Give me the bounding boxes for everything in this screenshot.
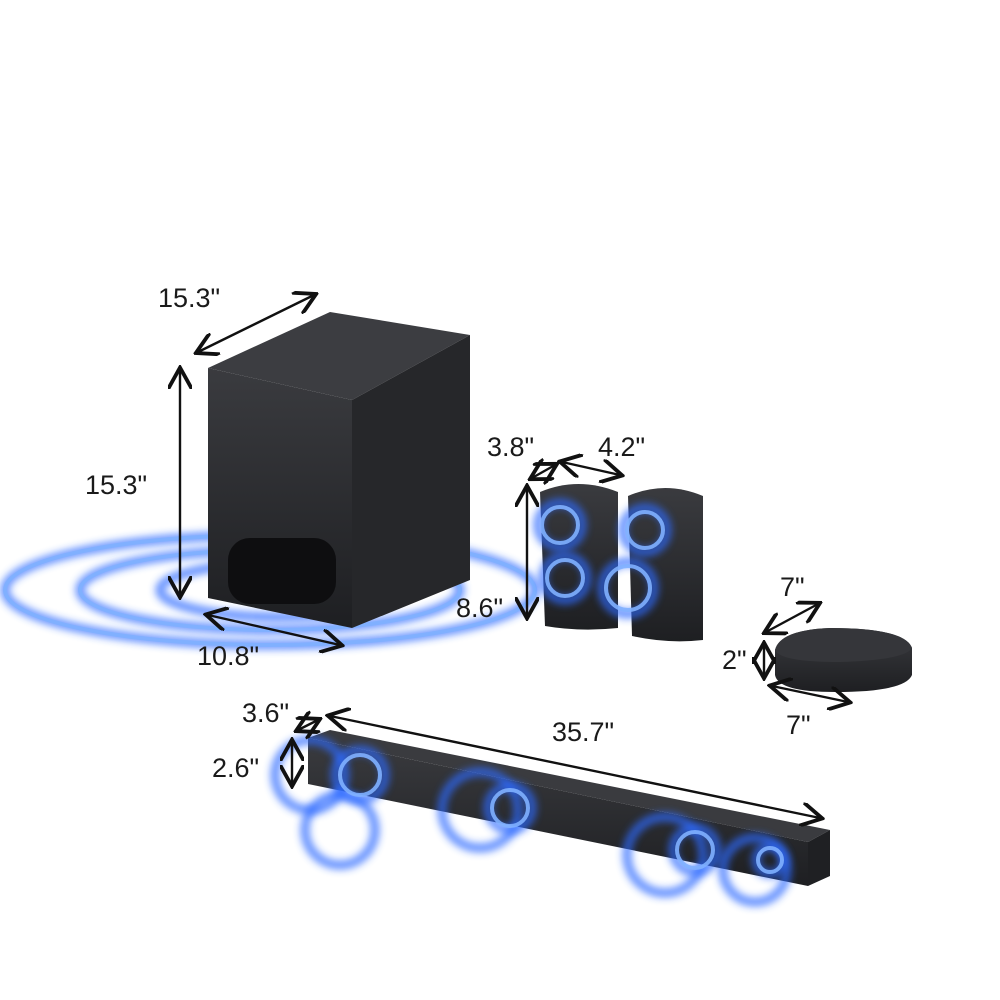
soundbar-height-label: 2.6" <box>212 753 259 783</box>
subwoofer-height-label: 15.3" <box>85 470 147 500</box>
rear-speaker-height-label: 8.6" <box>456 593 503 623</box>
subwoofer <box>208 312 470 628</box>
wireless-module-width-label: 7" <box>786 710 811 740</box>
subwoofer-depth-label: 15.3" <box>158 283 220 313</box>
bass-port <box>228 538 336 604</box>
wireless-module-height-label: 2" <box>722 645 747 675</box>
rear-speaker-width-label: 4.2" <box>598 432 645 462</box>
subwoofer-width-label: 10.8" <box>197 641 259 671</box>
soundbar-width-label: 35.7" <box>552 717 614 747</box>
rear-speaker-depth-label: 3.8" <box>487 432 534 462</box>
rear-speakers <box>533 484 703 642</box>
wireless-module <box>775 628 912 692</box>
soundbar-depth-label: 3.6" <box>242 698 289 728</box>
wireless-module-depth-label: 7" <box>780 572 805 602</box>
dimension-arrows <box>180 295 848 818</box>
soundbar <box>270 730 830 907</box>
